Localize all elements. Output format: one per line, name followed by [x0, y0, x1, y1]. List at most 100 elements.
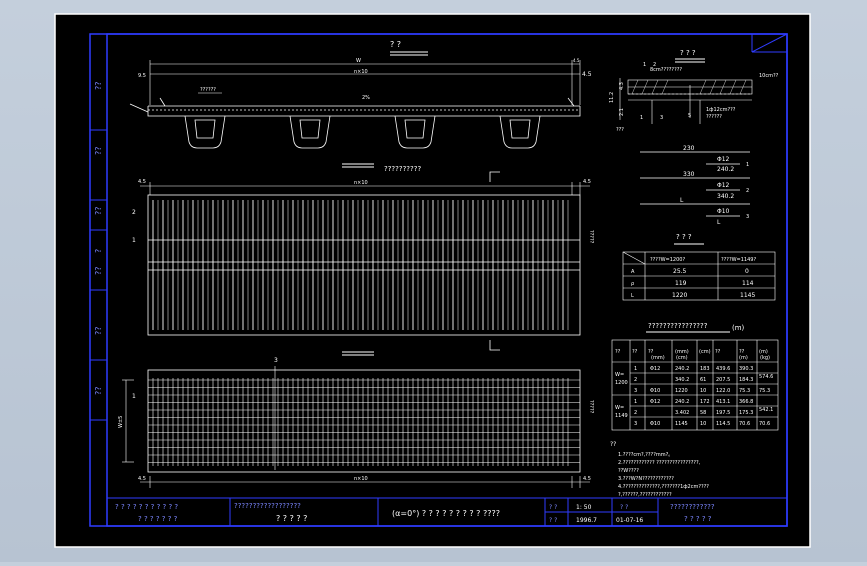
- plan1-dim: n×10: [354, 180, 368, 186]
- notes-line: 3.???W?N????????????: [618, 476, 674, 482]
- table2-cell: 184.3: [739, 377, 753, 383]
- strip-label-2: ??: [94, 147, 103, 156]
- table2-cell: Φ12: [650, 399, 660, 405]
- plan2-outline: [147, 369, 581, 473]
- table2-cell: 3: [634, 421, 637, 427]
- plan2-left-label: W±5: [118, 416, 124, 428]
- table2-cell: 366.8: [739, 399, 753, 405]
- bar2-total: 340.2: [717, 193, 734, 200]
- bar-shapes: [640, 151, 750, 217]
- table2-cell: 75.3: [739, 388, 750, 394]
- plan2-left-dim: [122, 379, 134, 463]
- notes-line: 4.??????????????,???????1ф2cm????: [618, 484, 709, 490]
- tb-date: 1996.7: [576, 517, 597, 524]
- tb-c5a: ????????????: [670, 503, 715, 511]
- table2-cell: 3.402: [675, 410, 689, 416]
- tb-c1b: ? ? ? ? ? ? ?: [138, 515, 178, 523]
- notes-line: 1.????cm?,????mm?。: [618, 452, 673, 458]
- table2-cell: 10: [700, 388, 706, 394]
- table2-header-unit: (kg): [760, 355, 770, 361]
- plan2-dim: n×10: [354, 476, 368, 482]
- plan2-edge-left: 4.5: [138, 476, 146, 482]
- tb-date-label: ? ?: [549, 517, 557, 524]
- bar1-len: 230: [683, 145, 695, 152]
- notes-line: 2.???????????? ????????????????,: [618, 460, 701, 466]
- table2-cell: 340.2: [675, 377, 689, 383]
- tb-scale: 1: 50: [576, 504, 592, 511]
- detail-num-1: 1: [643, 62, 646, 68]
- bar3-total: L: [717, 219, 721, 226]
- section-dim-n: n×10: [354, 69, 368, 75]
- strip-label-7: ??: [94, 387, 103, 396]
- table2-cell: 10: [700, 421, 706, 427]
- notes-line: ??W????: [618, 468, 639, 474]
- detail-bar-note-2: ??????: [706, 114, 722, 120]
- table1-h2: ????W=1149?: [721, 257, 756, 263]
- detail-right-label: 10cm??: [759, 73, 779, 79]
- table1-r3c2: 1145: [740, 292, 755, 299]
- tb-c2b: ? ? ? ? ?: [276, 514, 307, 523]
- detail-title: ? ? ?: [680, 49, 696, 57]
- tb-c2a: ??????????????????: [234, 502, 301, 510]
- table2-cell: 122.0: [716, 388, 730, 394]
- beam-4: [499, 115, 541, 149]
- table1-r1c1: 25.5: [673, 268, 687, 275]
- tb-main: (α=0°) ? ? ? ? ? ? ? ? ? ????: [392, 509, 500, 518]
- table2-cell: 197.5: [716, 410, 730, 416]
- table2-header-cell: (mm): [675, 349, 689, 355]
- table2-group-label: W=: [615, 372, 624, 378]
- plan1-title: ??????????: [384, 165, 421, 173]
- table2-cell: Φ10: [650, 421, 660, 427]
- section-dim-right: 4.5: [582, 71, 592, 78]
- bar1-spec: Φ12: [717, 156, 730, 163]
- strip-label-5: ??: [94, 267, 103, 276]
- plan1-num-1: 1: [132, 237, 136, 244]
- box-beams: [184, 115, 541, 149]
- beam-1: [184, 115, 226, 149]
- title-block-grid: [107, 497, 787, 526]
- table2-group-label: 1149: [615, 413, 628, 419]
- bar2-spec: Φ12: [717, 182, 730, 189]
- table2-cell: 1145: [675, 421, 688, 427]
- table1-title: ? ? ?: [676, 233, 692, 241]
- deck-slab: [129, 97, 581, 117]
- section-dim-left: 9.5: [138, 73, 146, 79]
- plan1-cut-mark: [489, 171, 500, 182]
- table2-cell: 3: [634, 388, 637, 394]
- detail-dim-b: 11.2: [609, 92, 615, 103]
- left-strip-labels: ?? ?? ?? ? ?? ?? ??: [94, 82, 103, 396]
- plan1-edge-left: 4.5: [138, 179, 146, 185]
- tb-sheet: 01-07-16: [616, 517, 643, 524]
- table2-cell: 207.5: [716, 377, 730, 383]
- tb-c1a: ? ? ? ? ? ? ? ? ? ? ?: [115, 503, 178, 511]
- table2-cell: 240.2: [675, 366, 689, 372]
- detail-num-5: 5: [688, 113, 691, 119]
- table2-cell: Φ10: [650, 388, 660, 394]
- strip-label-1: ??: [94, 82, 103, 91]
- detail-dim-c: 2.1: [619, 108, 625, 116]
- table2-header-unit: (mm): [651, 355, 665, 361]
- table1-r2c2: 114: [742, 280, 754, 287]
- table2-header-unit: (m): [739, 355, 748, 361]
- table1-r3c0: L: [631, 293, 634, 299]
- table2-cell: 172: [700, 399, 710, 405]
- bar3-no: 3: [746, 214, 749, 220]
- table2-cell: 58: [700, 410, 706, 416]
- table2-header-cell: ??: [632, 349, 638, 355]
- plan2-edge-right: 4.5: [583, 476, 591, 482]
- table2-total-2: 70.6: [759, 421, 770, 427]
- detail-dim-a: 4.3: [619, 82, 625, 90]
- table2-total: 574.6: [759, 374, 773, 380]
- plan2-num-3: 3: [274, 357, 278, 364]
- sheet-background: [54, 13, 811, 548]
- table2-cell: 2: [634, 410, 637, 416]
- bar3-len: L: [680, 197, 684, 204]
- detail-num-1b: 1: [640, 115, 643, 121]
- tb-c5b: ? ? ? ? ?: [684, 515, 712, 523]
- table2-header-unit: (cm): [676, 355, 688, 361]
- detail-note-top: 8cm????????: [650, 67, 682, 73]
- table2-group-label: 1200: [615, 380, 628, 386]
- tb-sheet-label: ? ?: [620, 504, 628, 511]
